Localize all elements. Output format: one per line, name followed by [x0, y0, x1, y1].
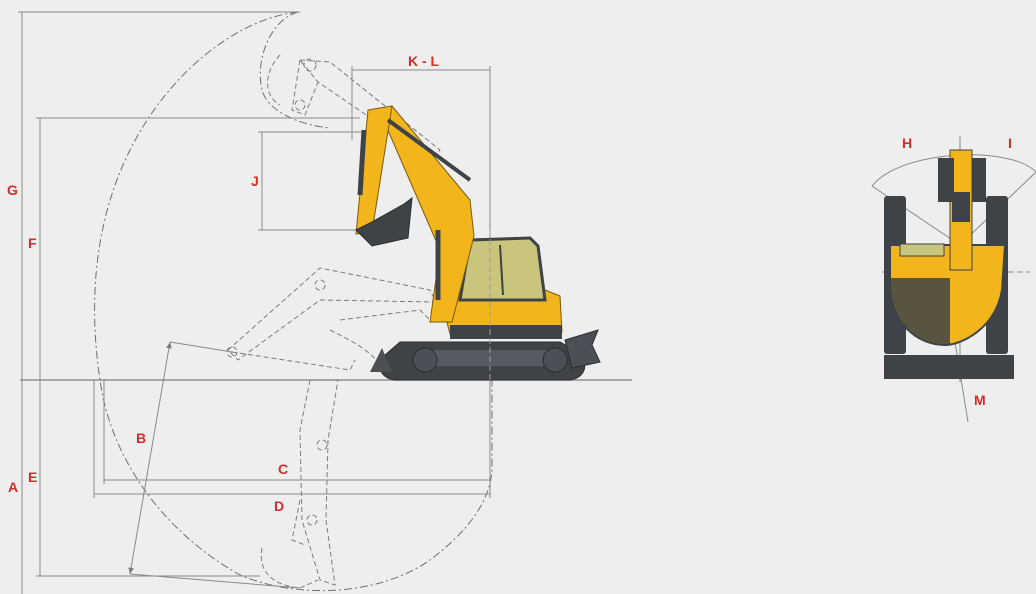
front-cab-window — [899, 243, 945, 257]
label-I: I — [1008, 135, 1012, 151]
front-bucket — [952, 192, 970, 222]
label-M: M — [974, 392, 986, 408]
ghost-arm-dig — [260, 379, 339, 589]
dim-B-line — [128, 341, 172, 575]
label-F: F — [28, 235, 37, 251]
label-H: H — [902, 135, 912, 151]
front-view: H I M — [871, 135, 1036, 423]
label-K-L: K - L — [408, 53, 440, 69]
dozer-blade — [564, 329, 601, 369]
upper-reach-arc — [259, 11, 331, 129]
front-arm-right — [972, 158, 986, 202]
excavator-side — [355, 105, 601, 386]
label-J: J — [251, 173, 259, 189]
side-view: G F A E B C D J K - L — [7, 11, 632, 594]
front-blade — [884, 355, 1014, 379]
label-B: B — [136, 430, 146, 446]
dim-B-top — [169, 341, 233, 353]
front-arm-left — [938, 158, 954, 202]
arm-cylinder — [357, 129, 367, 196]
cab-pillar — [499, 244, 504, 296]
swing-angle-left — [871, 185, 961, 246]
idler-wheel — [542, 347, 568, 373]
bucket — [355, 196, 413, 247]
boom-hydraulic-line — [386, 118, 472, 182]
label-E: E — [28, 469, 37, 485]
label-C: C — [278, 461, 288, 477]
rear-blade — [370, 348, 392, 372]
counterweight — [450, 325, 562, 339]
label-D: D — [274, 498, 284, 514]
front-body-shadow — [890, 278, 950, 345]
label-G: G — [7, 182, 18, 198]
dim-B-bottom — [129, 573, 301, 589]
drive-sprocket — [412, 347, 438, 373]
working-envelope — [94, 11, 493, 592]
label-A: A — [8, 479, 18, 495]
